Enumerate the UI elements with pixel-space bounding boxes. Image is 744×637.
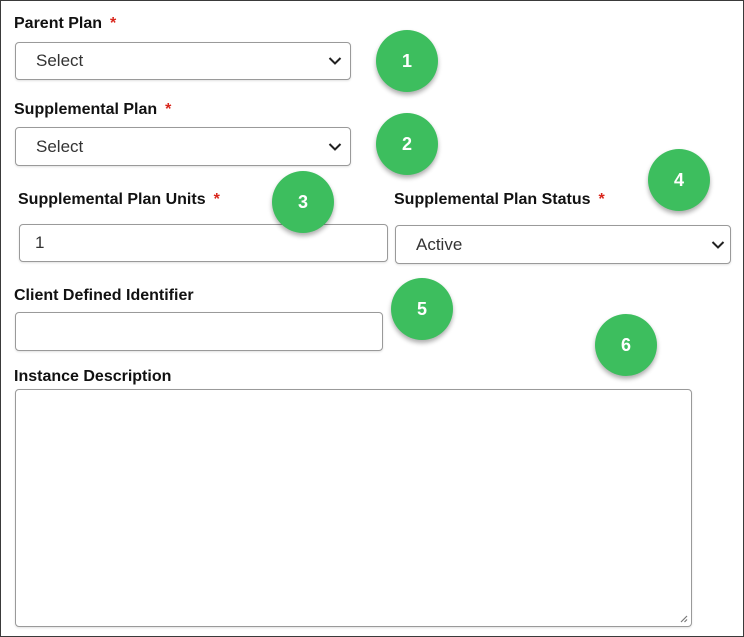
client-defined-identifier-label: Client Defined Identifier (14, 287, 194, 304)
chevron-down-icon (328, 142, 342, 151)
callout-badge-5: 5 (391, 278, 453, 340)
client-defined-identifier-input[interactable] (15, 312, 383, 351)
supplemental-plan-status-label: Supplemental Plan Status* (394, 191, 605, 208)
parent-plan-select-value: Select (36, 51, 84, 70)
callout-badge-3: 3 (272, 171, 334, 233)
callout-badge-6: 6 (595, 314, 657, 376)
supplemental-plan-units-input[interactable]: 1 (19, 224, 388, 262)
instance-description-label: Instance Description (14, 368, 172, 385)
parent-plan-select[interactable]: Select (15, 42, 351, 80)
chevron-down-icon (711, 240, 725, 249)
supplemental-plan-select[interactable]: Select (15, 127, 351, 166)
required-asterisk: * (598, 191, 605, 208)
instance-description-textarea[interactable] (15, 389, 692, 627)
callout-badge-1: 1 (376, 30, 438, 92)
parent-plan-label: Parent Plan* (14, 15, 117, 32)
callout-badge-4: 4 (648, 149, 710, 211)
supplemental-plan-label: Supplemental Plan* (14, 101, 172, 118)
supplemental-plan-units-value: 1 (35, 233, 45, 252)
required-asterisk: * (165, 101, 172, 118)
chevron-down-icon (328, 57, 342, 65)
resize-grip-icon[interactable] (678, 613, 688, 623)
supplemental-plan-units-label: Supplemental Plan Units* (18, 191, 220, 208)
supplemental-plan-select-value: Select (36, 136, 84, 156)
callout-badge-2: 2 (376, 113, 438, 175)
required-asterisk: * (213, 191, 220, 208)
required-asterisk: * (110, 15, 117, 32)
supplemental-plan-status-value: Active (416, 234, 463, 254)
supplemental-plan-status-select[interactable]: Active (395, 225, 731, 264)
